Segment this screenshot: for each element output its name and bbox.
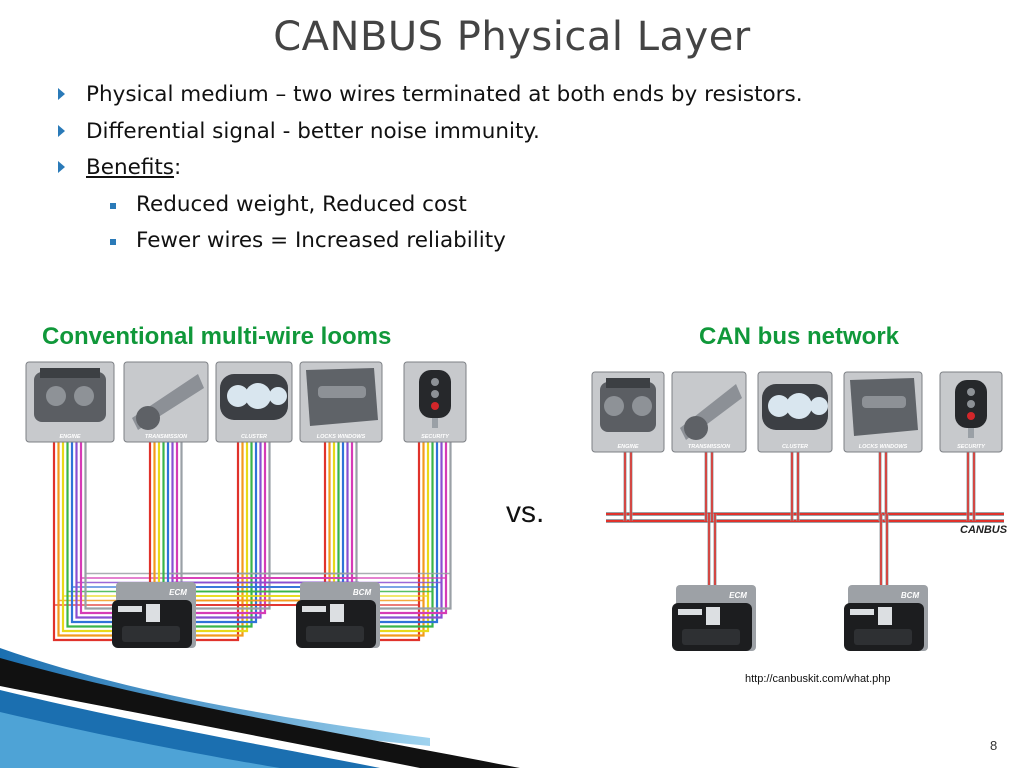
component-label: SECURITY	[421, 434, 450, 440]
component-box: LOCKS WINDOWS	[843, 371, 923, 453]
door-panel-icon	[850, 378, 918, 436]
door-panel-icon	[306, 368, 378, 426]
loom-wire	[52, 440, 120, 642]
ecm-module-icon: ECM	[112, 582, 196, 648]
slide-title: CANBUS Physical Layer	[273, 14, 751, 60]
right-controllers: ECM BCM	[672, 585, 928, 651]
component-label: TRANSMISSION	[145, 434, 188, 440]
cluster-gauge-icon	[762, 384, 828, 430]
component-label: ENGINE	[59, 434, 80, 440]
triangle-bullet-icon	[58, 125, 65, 137]
canbus-label: CANBUS	[960, 524, 1008, 536]
square-bullet-icon	[110, 239, 116, 245]
source-link[interactable]: http://canbuskit.com/what.php	[745, 673, 891, 685]
vs-label: vs.	[506, 496, 545, 529]
component-box: LOCKS WINDOWS	[299, 361, 383, 443]
component-box: ENGINE	[25, 361, 115, 443]
ecm-module-icon: ECM	[672, 585, 756, 651]
page-number: 8	[990, 738, 998, 753]
loom-wire	[61, 440, 126, 633]
component-box: CLUSTER	[215, 361, 293, 443]
bullet-text: Physical medium – two wires terminated a…	[86, 82, 803, 107]
square-bullet-icon	[110, 203, 116, 209]
component-box: ENGINE	[591, 371, 665, 453]
controller-label: ECM	[169, 588, 187, 597]
benefits-label: Benefits	[86, 155, 175, 180]
sub-bullet-text: Reduced weight, Reduced cost	[136, 192, 467, 217]
left-controllers: ECM BCM	[112, 582, 380, 648]
triangle-bullet-icon	[58, 161, 65, 173]
component-box: CLUSTER	[757, 371, 833, 453]
component-box: SECURITY	[939, 371, 1003, 453]
component-label: LOCKS WINDOWS	[317, 434, 366, 440]
component-box: SECURITY	[403, 361, 467, 443]
controller-label: BCM	[353, 588, 372, 597]
component-label: CLUSTER	[241, 434, 267, 440]
right-diagram-heading: CAN bus network	[699, 323, 900, 350]
bcm-module-icon: BCM	[844, 585, 928, 651]
triangle-bullet-icon	[58, 88, 65, 100]
key-fob-icon	[955, 380, 987, 438]
component-label: SECURITY	[957, 444, 986, 450]
right-components: ENGINE TRANSMISSION CLUSTER LOCKS WINDOWS SE…	[591, 371, 1003, 453]
left-diagram-heading: Conventional multi-wire looms	[42, 323, 392, 350]
key-fob-icon	[419, 370, 451, 428]
component-label: TRANSMISSION	[688, 444, 731, 450]
sub-bullet-text: Fewer wires = Increased reliability	[136, 228, 506, 253]
transmission-icon	[680, 384, 742, 440]
component-label: ENGINE	[617, 444, 638, 450]
loom-wire	[66, 440, 129, 628]
component-box: TRANSMISSION	[123, 361, 209, 443]
controller-label: BCM	[901, 591, 920, 600]
bullet-text: Differential signal - better noise immun…	[86, 119, 540, 144]
loom-wire	[57, 440, 123, 637]
right-can-bus	[606, 452, 1004, 592]
engine-icon	[34, 368, 106, 422]
controller-label: ECM	[729, 591, 747, 600]
component-box: TRANSMISSION	[671, 371, 747, 453]
bullet-text: Benefits:	[86, 155, 181, 180]
engine-icon	[600, 378, 656, 432]
cluster-gauge-icon	[220, 374, 288, 420]
transmission-icon	[132, 374, 204, 430]
left-components: ENGINE TRANSMISSION CLUSTER LOCKS WINDOWS SE…	[25, 361, 467, 443]
component-label: LOCKS WINDOWS	[859, 444, 908, 450]
component-label: CLUSTER	[782, 444, 808, 450]
bcm-module-icon: BCM	[296, 582, 380, 648]
corner-swoosh-decoration	[0, 648, 520, 768]
benefits-colon: :	[174, 155, 182, 180]
